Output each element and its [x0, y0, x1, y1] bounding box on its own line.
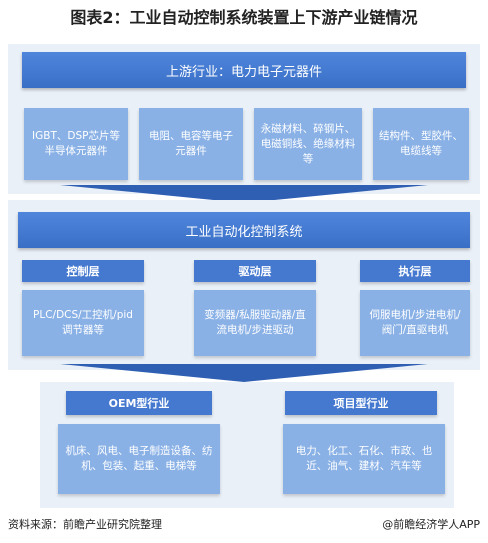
upstream-band: 上游行业：电力电子元器件: [22, 52, 466, 88]
down-arrow-icon: [60, 185, 428, 203]
downstream-header-project: 项目型行业: [285, 391, 437, 415]
layer-body-control: PLC/DCS/工控机/pid调节器等: [22, 290, 144, 356]
upstream-item-electronic-components: 电阻、电容等电子元器件: [139, 108, 243, 180]
upstream-item-structural-parts: 结构件、型胶件、电缆线等: [373, 108, 469, 180]
page-title: 图表2：工业自动控制系统装置上下游产业链情况: [70, 8, 418, 27]
midstream-band: 工业自动化控制系统: [18, 212, 470, 248]
upstream-item-magnetic-materials: 永磁材料、碎钢片、电磁铜线、绝缘材料等: [254, 108, 362, 180]
layer-header-execution: 执行层: [360, 260, 470, 282]
source-note: 资料来源：前瞻产业研究院整理: [8, 518, 162, 531]
downstream-body-oem: 机床、风电、电子制造设备、纺机、包装、起重、电梯等: [58, 424, 220, 494]
down-arrow-icon: [60, 364, 428, 382]
layer-header-drive: 驱动层: [194, 260, 316, 282]
layer-body-drive: 变频器/私服驱动器/直流电机/步进驱动: [194, 290, 316, 356]
downstream-body-project: 电力、化工、石化、市政、也近、油气、建材、汽车等: [283, 424, 445, 494]
brand-credit: @前瞻经济学人APP: [382, 518, 480, 531]
layer-body-execution: 伺服电机/步进电机/阀门/直驱电机: [360, 290, 470, 356]
downstream-header-oem: OEM型行业: [66, 391, 212, 415]
upstream-item-semiconductor: IGBT、DSP芯片等半导体元器件: [24, 108, 128, 180]
layer-header-control: 控制层: [22, 260, 144, 282]
